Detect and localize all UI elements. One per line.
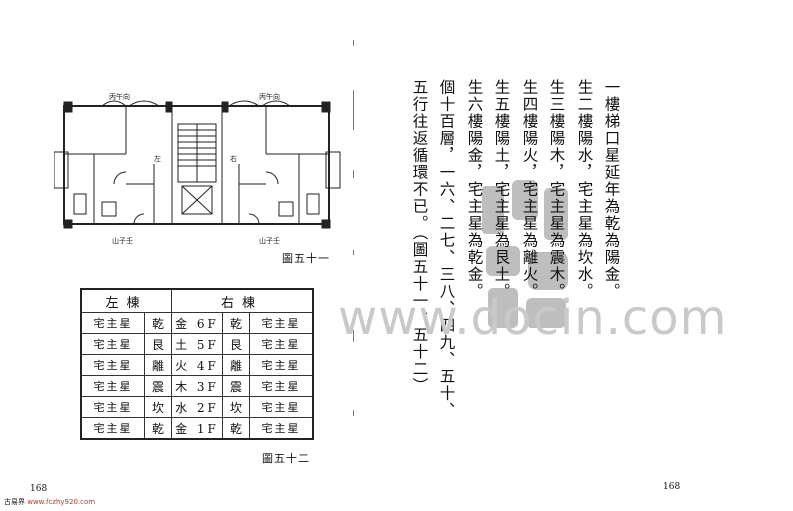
figure-51-caption: 圖五十一 [282, 252, 330, 265]
figure-52-caption: 圖五十二 [262, 452, 310, 465]
left-page-number: 168 [30, 484, 48, 494]
row-left-gua: 乾 [144, 312, 172, 334]
row-left-gua: 坎 [144, 396, 172, 418]
plan-label-direction-right: 丙午向 [259, 93, 280, 101]
row-right-name: 宅主星 [249, 375, 314, 397]
floor-plan: 丙午向 丙午向 左 右 山子壬 山子壬 [54, 84, 344, 249]
row-left-gua: 艮 [144, 333, 172, 355]
table-header-left: 左棟 [80, 288, 172, 313]
table-header-right: 右棟 [171, 288, 314, 313]
row-left-name: 宅主星 [80, 312, 145, 334]
text-column: 個十百層，一六、二七、三八、四九、五十、 [437, 79, 456, 419]
row-left-gua: 震 [144, 375, 172, 397]
plan-label-right-wing: 右 [230, 155, 237, 163]
floor-plan-drawing [54, 100, 341, 229]
plan-label-mountain-left: 山子壬 [112, 237, 133, 245]
footer-source: 古易界 www.fczhy920.com [4, 497, 95, 507]
row-left-gua: 離 [144, 354, 172, 376]
text-column: 生五樓陽土，宅主星為艮土。 [492, 79, 511, 300]
row-left-name: 宅主星 [80, 333, 145, 355]
row-left-name: 宅主星 [80, 375, 145, 397]
row-floor: 金 1F [171, 417, 223, 440]
right-page-number: 168 [663, 482, 681, 492]
row-floor: 木 3F [171, 375, 223, 397]
row-right-name: 宅主星 [249, 396, 314, 418]
plan-label-mountain-right: 山子壬 [259, 237, 280, 245]
footer-site-link[interactable]: www.fczhy920.com [27, 498, 96, 506]
plan-label-left-wing: 左 [154, 155, 161, 163]
row-right-gua: 乾 [222, 417, 250, 440]
row-floor: 土 5F [171, 333, 223, 355]
row-right-name: 宅主星 [249, 417, 314, 440]
text-column: 生六樓陽金，宅主星為乾金。 [465, 79, 484, 300]
row-right-name: 宅主星 [249, 333, 314, 355]
row-left-name: 宅主星 [80, 354, 145, 376]
text-column: 生四樓陽火，宅主星為離火。 [520, 79, 539, 300]
text-column: 生三樓陽木，宅主星為震木。 [547, 79, 566, 300]
row-floor: 金 6F [171, 312, 223, 334]
seal-stamp-image [482, 180, 568, 328]
plan-label-direction-left: 丙午向 [109, 93, 130, 101]
row-right-gua: 震 [222, 375, 250, 397]
text-column: 一樓梯口星延年為乾為陽金。 [602, 79, 621, 300]
row-right-gua: 乾 [222, 312, 250, 334]
row-left-name: 宅主星 [80, 396, 145, 418]
row-left-name: 宅主星 [80, 417, 145, 440]
row-floor: 火 4F [171, 354, 223, 376]
row-floor: 水 2F [171, 396, 223, 418]
row-right-gua: 離 [222, 354, 250, 376]
row-left-gua: 乾 [144, 417, 172, 440]
page-spine [353, 30, 355, 470]
watermark-text: www.docin.com [338, 290, 728, 346]
row-right-name: 宅主星 [249, 312, 314, 334]
row-right-name: 宅主星 [249, 354, 314, 376]
footer-site-name: 古易界 [4, 498, 25, 506]
row-right-gua: 艮 [222, 333, 250, 355]
text-column: 生二樓陽水，宅主星為坎水。 [575, 79, 594, 300]
row-right-gua: 坎 [222, 396, 250, 418]
text-column: 五行往返循環不已。（圖五十一、五十二） [410, 79, 429, 395]
